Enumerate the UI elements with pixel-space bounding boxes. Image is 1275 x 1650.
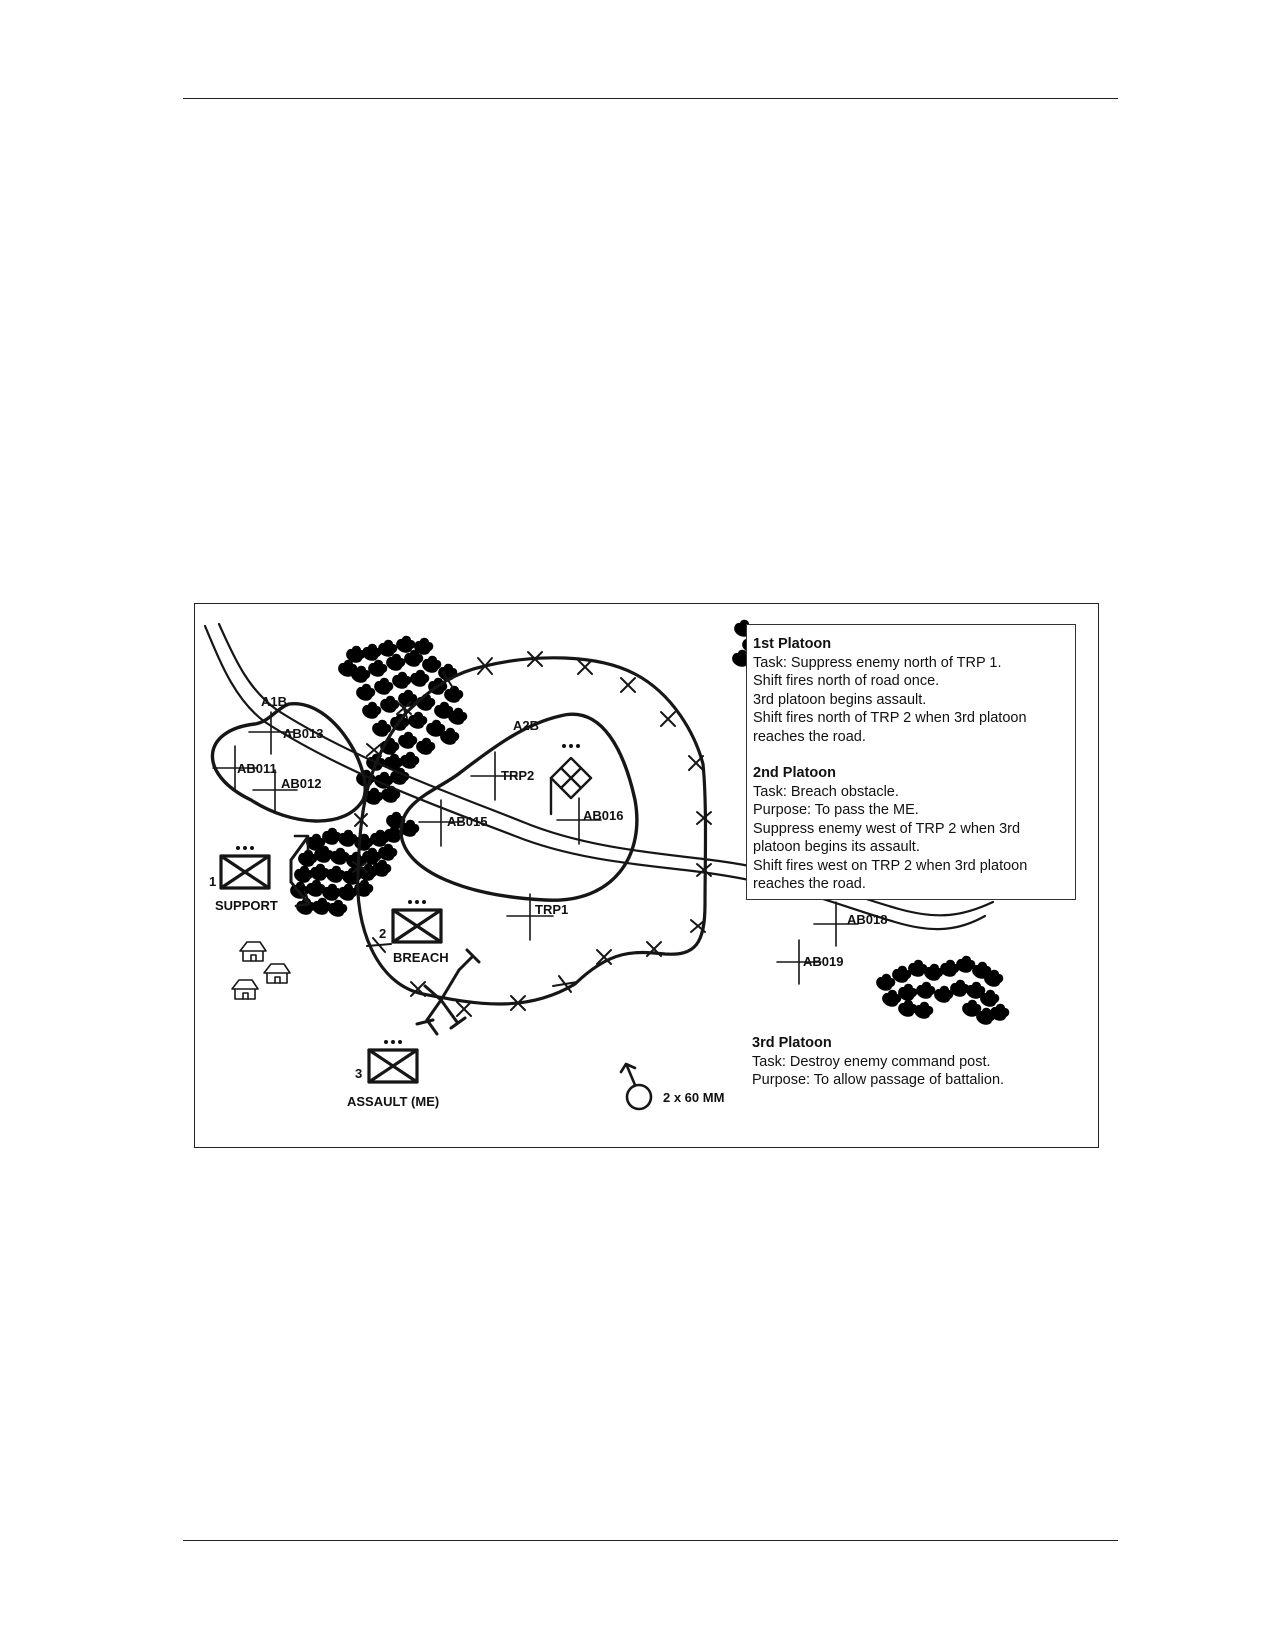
label-ab016: AB016: [583, 808, 623, 823]
command-post-symbol: [549, 744, 593, 816]
platoon2-line: platoon begins its assault.: [753, 839, 920, 855]
mortar-symbol: [619, 1062, 653, 1111]
platoon2-line: Suppress enemy west of TRP 2 when 3rd: [753, 820, 1021, 837]
breach-unit-number: 2: [379, 926, 386, 941]
unit-symbol-support: [219, 846, 271, 890]
label-trp1: TRP1: [535, 902, 568, 917]
platoon1-title: 1st Platoon: [753, 636, 832, 652]
platoon2-line: Shift fires west on TRP 2 when 3rd plato…: [753, 857, 1028, 874]
platoon-notes-box: 1st Platoon Task: Suppress enemy north o…: [746, 624, 1076, 900]
platoon1-line: 3rd platoon begins assault.: [753, 691, 927, 708]
support-fire-arrows: [289, 834, 311, 908]
label-a2b: A2B: [513, 718, 539, 733]
unit-symbol-assault: [367, 1040, 419, 1084]
label-ab011: AB011: [237, 761, 277, 776]
wire-obstacle-ticks: [352, 651, 712, 1017]
platoon2-title: 2nd Platoon: [753, 765, 836, 781]
label-trp2: TRP2: [501, 768, 534, 783]
unit-symbol-breach: [391, 900, 443, 944]
vegetation-east: [876, 955, 1010, 1025]
platoon2-line: Purpose: To pass the ME.: [753, 802, 919, 818]
tactical-figure: A1B A2B AB013 AB011 AB012 AB015 TRP2 AB0…: [194, 603, 1099, 1148]
tactical-map: A1B A2B AB013 AB011 AB012 AB015 TRP2 AB0…: [203, 619, 1010, 1111]
label-ab015: AB015: [447, 814, 487, 829]
houses: [231, 941, 291, 1000]
label-ab018: AB018: [847, 912, 887, 927]
wire-obstacle-outline: [356, 656, 708, 1006]
assault-unit-label: ASSAULT (ME): [347, 1094, 439, 1109]
label-ab012: AB012: [281, 776, 321, 791]
platoon3-title: 3rd Platoon: [752, 1035, 832, 1051]
support-unit-number: 1: [209, 874, 216, 889]
support-unit-label: SUPPORT: [215, 898, 278, 913]
bottom-rule: [183, 1540, 1118, 1541]
assault-unit-number: 3: [355, 1066, 362, 1081]
platoon3-line: Task: Destroy enemy command post.: [752, 1053, 991, 1070]
platoon2-line: Task: Breach obstacle.: [753, 783, 899, 800]
label-a1b: A1B: [261, 694, 287, 709]
platoon1-line: reaches the road.: [753, 728, 866, 745]
reference-crosses: [212, 711, 859, 985]
objective-a2b-outline: [399, 712, 639, 902]
top-rule: [183, 98, 1118, 99]
platoon1-line: Shift fires north of TRP 2 when 3rd plat…: [753, 710, 1027, 726]
breach-lane-symbol: [415, 948, 481, 1036]
platoon3-line: Purpose: To allow passage of battalion.: [752, 1072, 1005, 1088]
breach-unit-label: BREACH: [393, 950, 449, 965]
platoon1-line: Task: Suppress enemy north of TRP 1.: [753, 654, 1002, 671]
platoon1-line: Shift fires north of road once.: [753, 673, 940, 689]
platoon2-line: reaches the road.: [753, 876, 866, 892]
mortar-label: 2 x 60 MM: [663, 1090, 724, 1105]
objective-a1b-outline: [210, 702, 367, 823]
platoon3-notes: 3rd Platoon Task: Destroy enemy command …: [752, 1034, 1004, 1090]
label-ab019: AB019: [803, 954, 843, 969]
label-ab013: AB013: [283, 726, 323, 741]
